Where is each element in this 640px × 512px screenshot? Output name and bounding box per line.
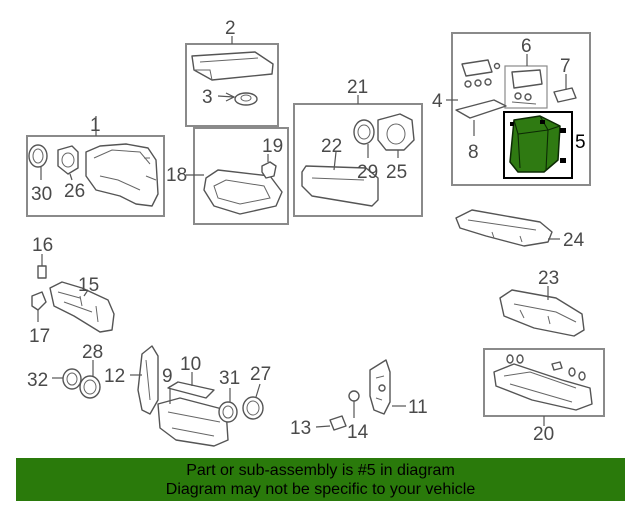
callout-28: 28 — [82, 342, 103, 363]
part-29-ring[interactable] — [353, 119, 375, 158]
callout-14: 14 — [347, 422, 369, 443]
callout-31: 31 — [219, 368, 240, 389]
callout-22: 22 — [321, 136, 342, 157]
callout-17: 17 — [29, 326, 50, 347]
part-5-highlighted[interactable] — [509, 115, 566, 173]
callout-25: 25 — [386, 162, 407, 183]
part-32-ring[interactable] — [52, 368, 82, 390]
part-13-clip[interactable] — [315, 415, 347, 431]
part-20-glove-box[interactable] — [493, 354, 593, 411]
callout-4: 4 — [432, 91, 443, 112]
callout-10: 10 — [180, 354, 201, 375]
part-18-panel-frame[interactable] — [203, 169, 283, 215]
banner-line-1: Part or sub-assembly is #5 in diagram — [186, 462, 455, 479]
part-28-vent[interactable] — [79, 360, 101, 399]
part-3-knob[interactable] — [217, 92, 258, 106]
part-22-glove-box-door[interactable] — [301, 151, 379, 207]
part-16-clip[interactable] — [37, 254, 47, 279]
part-19-clip[interactable] — [261, 154, 277, 179]
part-23-bracket[interactable] — [499, 289, 585, 337]
part-8-lid[interactable] — [455, 99, 507, 136]
callout-32: 32 — [27, 370, 48, 391]
part-10-strip[interactable] — [167, 372, 215, 399]
callout-26: 26 — [64, 181, 85, 202]
callout-6: 6 — [521, 36, 532, 57]
part-26-vent[interactable] — [57, 145, 79, 181]
part-12-side-trim[interactable] — [137, 345, 159, 415]
part-14-pin[interactable] — [348, 390, 360, 418]
part-27-vent[interactable] — [242, 383, 264, 420]
part-7-switch[interactable] — [553, 74, 577, 103]
banner-line-2: Diagram may not be specific to your vehi… — [165, 481, 476, 498]
parts-diagram: 2 3 1 30 26 18 19 — [26, 18, 605, 447]
callout-13: 13 — [290, 418, 311, 439]
callout-27: 27 — [250, 364, 271, 385]
callout-8: 8 — [468, 142, 479, 163]
part-9-lower-frame[interactable] — [157, 397, 229, 447]
callout-1: 1 — [90, 115, 101, 136]
callout-19: 19 — [262, 136, 283, 157]
callout-3: 3 — [202, 87, 213, 108]
part-24-trim-strip[interactable] — [455, 209, 553, 247]
callout-18: 18 — [166, 165, 187, 186]
callout-23: 23 — [538, 268, 559, 289]
part-11-side-cover[interactable] — [369, 359, 391, 415]
part-4-clip-set[interactable] — [461, 59, 501, 88]
callout-29: 29 — [357, 162, 378, 183]
callout-16: 16 — [32, 235, 53, 256]
callout-12: 12 — [104, 366, 125, 387]
callout-30: 30 — [31, 184, 52, 205]
info-banner: Part or sub-assembly is #5 in diagram Di… — [16, 458, 625, 501]
callout-11: 11 — [408, 397, 428, 418]
callout-7: 7 — [560, 56, 571, 77]
part-25-vent-assembly[interactable] — [377, 113, 415, 158]
part-6-bracket-set[interactable] — [504, 54, 548, 109]
callout-9: 9 — [162, 366, 173, 387]
part-30-vent-ring[interactable] — [28, 144, 48, 180]
part-1-instrument-panel[interactable] — [85, 143, 159, 207]
part-15-panel[interactable] — [49, 281, 115, 333]
callout-5: 5 — [575, 132, 586, 153]
callout-24: 24 — [563, 230, 585, 251]
part-2-cover-panel[interactable] — [191, 51, 274, 81]
callout-20: 20 — [533, 424, 554, 445]
part-17-fastener[interactable] — [31, 291, 47, 322]
callout-2: 2 — [225, 18, 236, 39]
part-31-ring[interactable] — [218, 388, 238, 423]
callout-15: 15 — [78, 275, 99, 296]
callout-21: 21 — [347, 77, 368, 98]
